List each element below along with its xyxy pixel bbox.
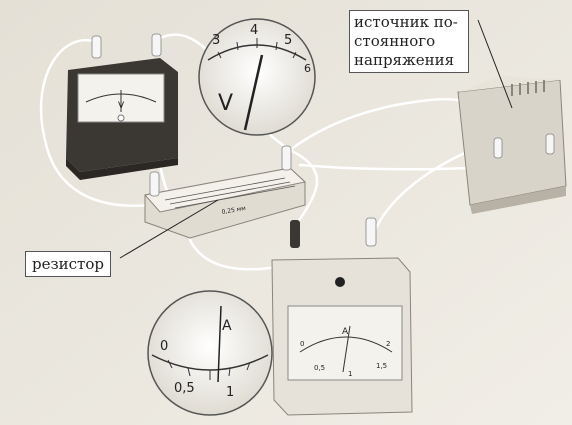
resistor-terminal-right: [281, 145, 292, 171]
ammeter-terminal-left: [290, 220, 300, 248]
power-source-callout: источник по- стоянного напряжения: [349, 10, 469, 73]
ammeter-tick-0: 0: [300, 340, 304, 348]
voltmeter-zoom-tick-4: 4: [250, 23, 258, 38]
voltmeter-terminal-left: [91, 35, 102, 59]
ammeter-face: [287, 305, 403, 381]
resistor-terminal-left: [149, 171, 160, 197]
ammeter-zoom-needle: [217, 305, 222, 383]
ammeter-tick-2: 2: [386, 340, 390, 348]
power-supply: [457, 76, 567, 214]
ammeter-zoom-unit: A: [222, 318, 232, 334]
voltmeter-terminal-right: [151, 33, 162, 57]
ammeter-unit: A: [342, 327, 349, 337]
ammeter-tick-1-5: 1,5: [376, 362, 387, 370]
ammeter-needle: [342, 325, 351, 373]
power-supply-terminal-right: [545, 133, 555, 155]
voltmeter-zoom-unit: V: [218, 91, 233, 116]
ammeter-tick-0-5: 0,5: [314, 364, 325, 372]
resistor: 0,25 мм: [144, 145, 307, 239]
power-source-callout-line1: источник по-: [354, 13, 458, 31]
voltmeter-zoom: 3 4 5 6 V: [198, 18, 316, 136]
voltmeter: V: [66, 33, 178, 180]
voltmeter-zoom-tick-5: 5: [284, 33, 292, 48]
voltmeter-zoom-tick-3: 3: [212, 33, 220, 48]
power-source-callout-line2: стоянного: [354, 32, 436, 50]
voltmeter-unit: V: [118, 101, 125, 111]
ammeter-zoom: 0 0,5 1 A: [147, 290, 273, 416]
power-source-callout-line3: напряжения: [354, 51, 455, 69]
resistor-callout-pointer: [119, 199, 219, 259]
resistor-callout-label: резистор: [32, 255, 104, 273]
power-supply-terminal-left: [493, 137, 503, 159]
resistor-callout: резистор: [25, 251, 111, 277]
ammeter-knob: [335, 277, 345, 287]
voltmeter-zoom-needle: [243, 54, 264, 131]
ammeter-zoom-tick-0-5: 0,5: [174, 381, 195, 396]
ammeter-zoom-tick-1: 1: [226, 385, 234, 400]
voltmeter-zero-screw: [117, 114, 125, 122]
ammeter-zoom-tick-0: 0: [160, 339, 168, 354]
voltmeter-zoom-tick-6: 6: [304, 62, 311, 75]
resistor-label: 0,25 мм: [221, 205, 246, 216]
ammeter-terminal-right: [365, 217, 377, 247]
ammeter: A 0 0,5 1 1,5 2: [271, 217, 413, 416]
ammeter-tick-1: 1: [348, 370, 352, 378]
source-callout-pointer: [477, 19, 513, 109]
